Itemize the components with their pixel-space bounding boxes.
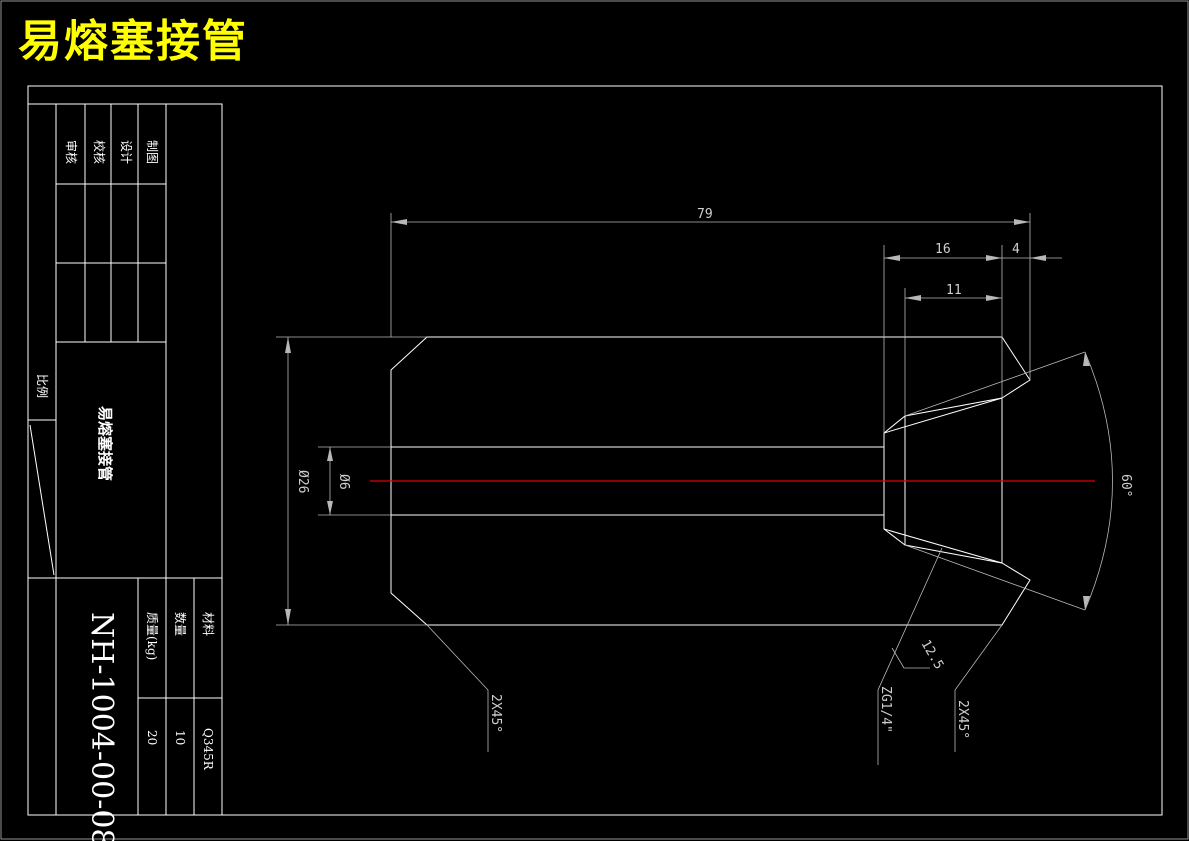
- note-thread: ZG1/4": [878, 686, 893, 733]
- role-design: 设计: [119, 140, 133, 164]
- weight-value: 20: [145, 730, 159, 745]
- weight-label: 质量(kg): [145, 612, 159, 660]
- inner-frame-border: [27, 85, 1163, 816]
- scale-label: 比例: [35, 374, 49, 398]
- part-name: 易熔塞接管: [96, 406, 114, 481]
- upper-wall-section: [390, 336, 1031, 448]
- drawing-number: NH-1004-00-08: [84, 612, 119, 841]
- dim-bore-diameter: Ø6: [336, 474, 351, 490]
- dim-cone-length: 16: [935, 242, 951, 257]
- role-check: 校核: [92, 140, 107, 164]
- dim-overall-length: 79: [697, 207, 713, 222]
- note-left-chamfer: 2X45°: [488, 694, 503, 733]
- dim-thread-depth: 11: [946, 283, 962, 298]
- quantity-value: 10: [173, 730, 187, 745]
- dim-chamfer: 4: [1012, 242, 1020, 257]
- lower-wall-section: [390, 514, 1031, 626]
- role-draw: 制图: [145, 140, 159, 164]
- note-right-chamfer: 2X45°: [955, 700, 970, 739]
- note-roughness: 12.5: [918, 638, 947, 673]
- material-value: Q345R: [201, 728, 215, 771]
- dim-outer-diameter: Ø26: [295, 470, 310, 493]
- dim-lines: [276, 213, 1113, 765]
- role-approve: 审核: [64, 140, 79, 164]
- material-label: 材料: [201, 612, 215, 636]
- dim-cone-angle: 60°: [1118, 474, 1133, 497]
- title-block: [27, 103, 223, 816]
- quantity-label: 数量: [173, 612, 188, 636]
- drawing-title: 易熔塞接管: [18, 16, 248, 67]
